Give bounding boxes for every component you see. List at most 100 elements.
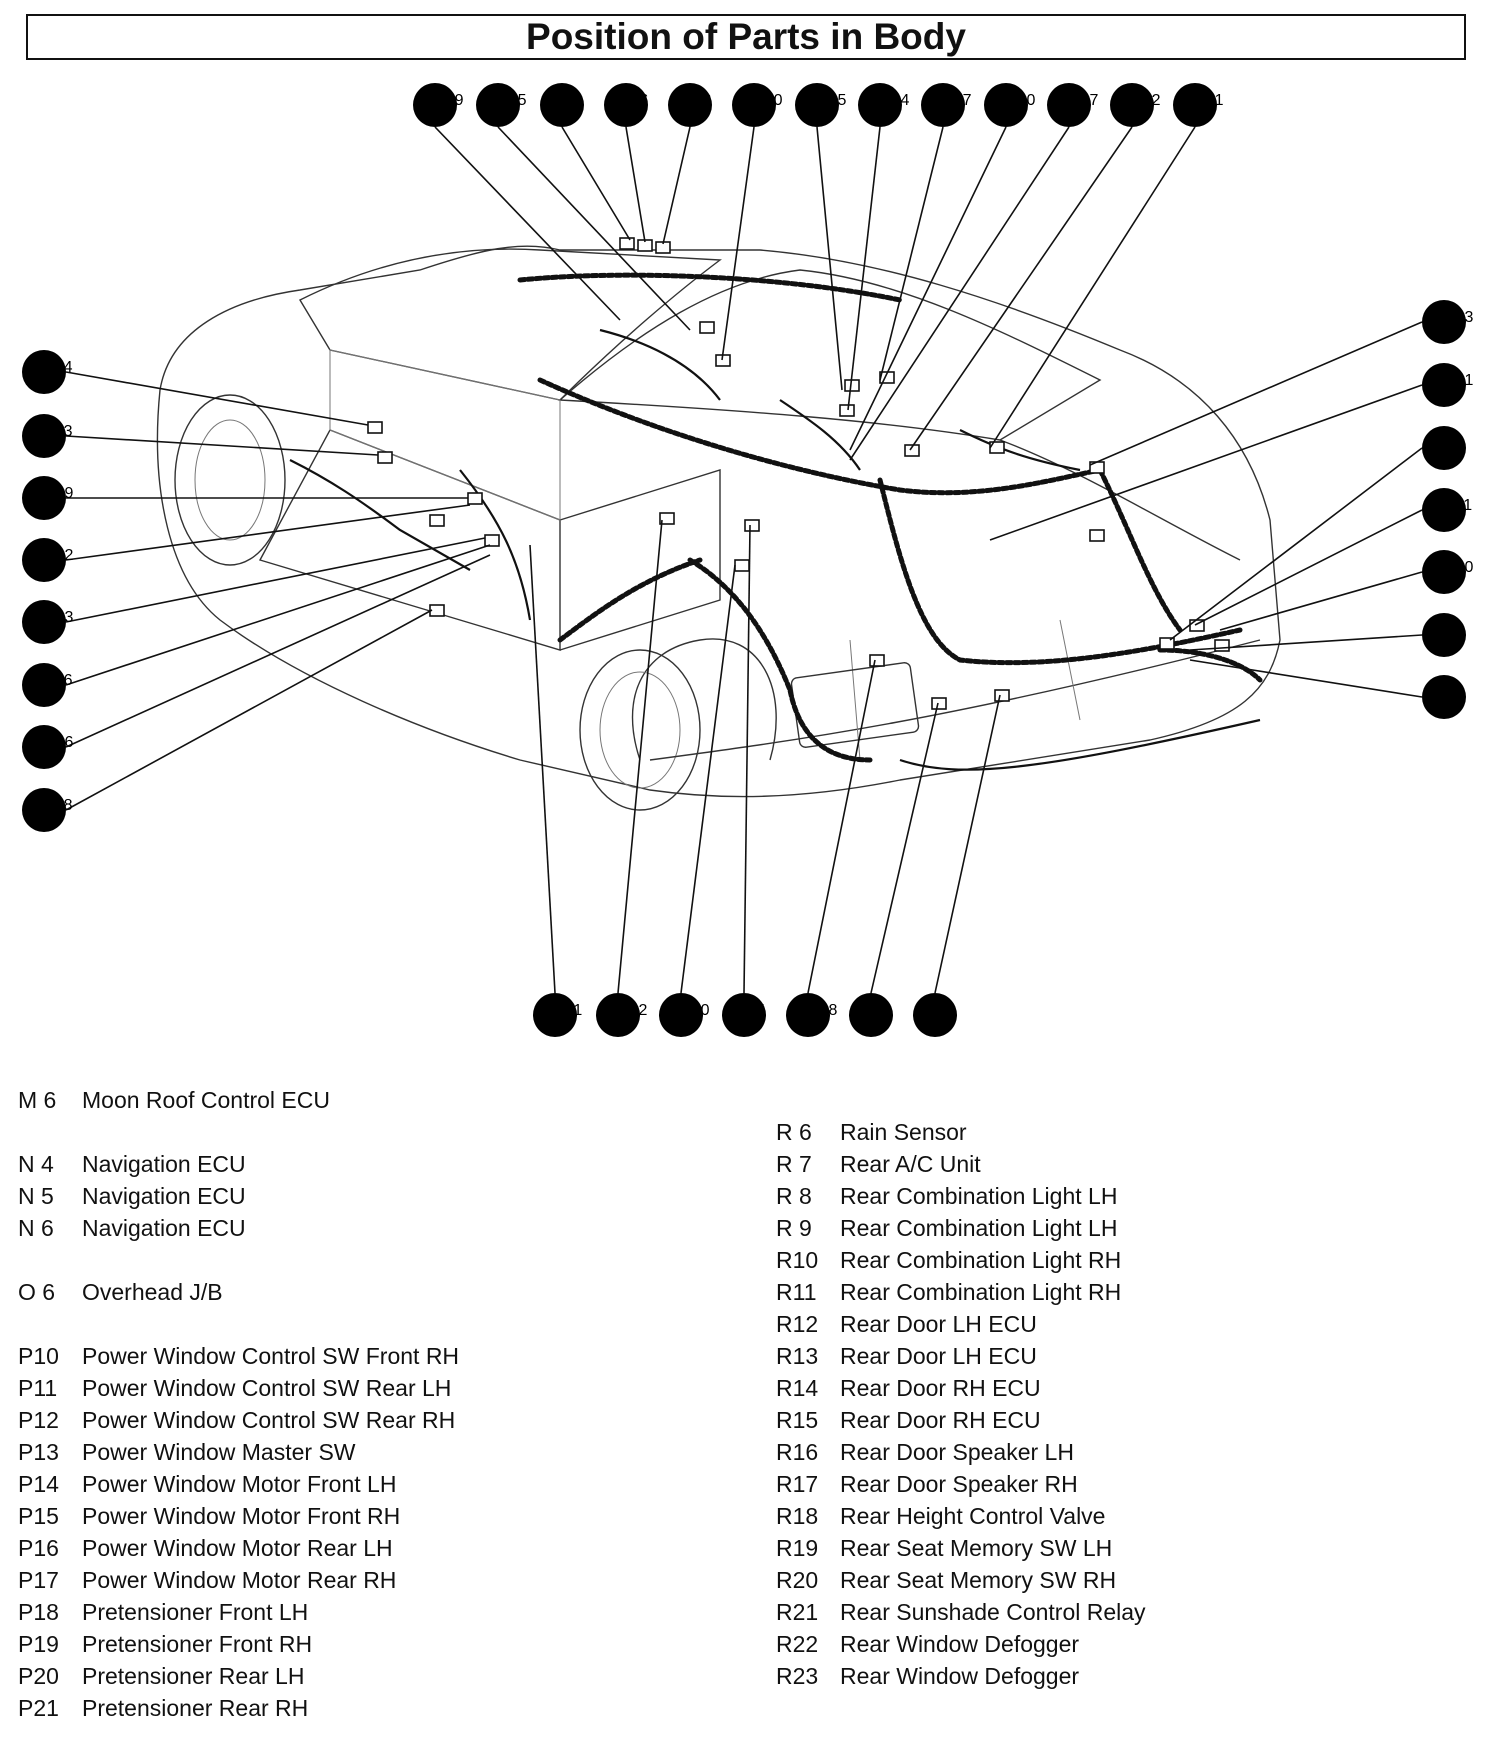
callout-label: R21 — [1444, 372, 1473, 389]
callout-label: R12 — [44, 547, 73, 564]
callout-n4: N4 — [1169, 426, 1466, 641]
car-outline — [156, 245, 1281, 811]
legend-desc: Rear Door LH ECU — [840, 1343, 1037, 1369]
callout-label: R11 — [1444, 497, 1472, 514]
callout-label: R9 — [935, 1002, 956, 1019]
callout-p17: P17 — [879, 83, 972, 381]
callout-label: P13 — [44, 423, 73, 440]
legend-desc: Overhead J/B — [82, 1279, 223, 1305]
legend-code: P18 — [18, 1599, 59, 1625]
callout-label: P19 — [435, 92, 464, 109]
legend-desc: Rear A/C Unit — [840, 1151, 981, 1177]
legend-desc: Power Window Control SW Front RH — [82, 1343, 460, 1369]
callout-p16: P16 — [22, 544, 491, 707]
legend-desc: Pretensioner Rear RH — [82, 1695, 309, 1721]
callout-label: P17 — [943, 92, 972, 109]
callout-r16: R16 — [22, 554, 491, 769]
callout-r21: R21 — [989, 363, 1473, 541]
legend-desc: Rear Door Speaker RH — [840, 1471, 1078, 1497]
callout-label: R6 — [562, 92, 583, 109]
callout-r13: R13 — [22, 537, 486, 644]
callout-label: P21 — [1195, 92, 1224, 109]
legend-desc: Rain Sensor — [840, 1119, 967, 1145]
callout-r14: R14 — [847, 83, 909, 411]
legend-code: R21 — [776, 1599, 819, 1625]
callout-p10: P10 — [721, 83, 783, 361]
callout-label: R13 — [44, 609, 73, 626]
legend-code: R 9 — [776, 1215, 812, 1241]
legend-desc: Rear Window Defogger — [840, 1663, 1080, 1689]
legend-desc: Pretensioner Front LH — [82, 1599, 309, 1625]
legend-desc: Rear Door LH ECU — [840, 1311, 1037, 1337]
callout-label: R14 — [880, 92, 909, 109]
legend-code: P12 — [18, 1407, 59, 1433]
callout-r17: R17 — [849, 83, 1098, 461]
legend-code: R18 — [776, 1503, 819, 1529]
legend-code: R 8 — [776, 1183, 812, 1209]
legend-desc: Rear Sunshade Control Relay — [840, 1599, 1146, 1625]
legend-code: P20 — [18, 1663, 59, 1689]
callout-label: P12 — [1132, 92, 1161, 109]
callout-r7: R7 — [722, 524, 766, 1037]
legend-code: P11 — [18, 1375, 58, 1401]
callout-label: R16 — [44, 734, 73, 751]
connectors — [367, 237, 1230, 710]
legend-code: P13 — [18, 1439, 59, 1465]
legend-code: P14 — [18, 1471, 59, 1497]
callout-r8: R8 — [849, 702, 939, 1037]
legend-desc: Power Window Control SW Rear RH — [82, 1407, 456, 1433]
legend-code: R16 — [776, 1439, 819, 1465]
callout-label: P15 — [498, 92, 527, 109]
legend-code: R23 — [776, 1663, 819, 1689]
callout-label: P18 — [44, 797, 73, 814]
callout-label: R20 — [1006, 92, 1035, 109]
callout-p12: P12 — [909, 83, 1161, 451]
callout-r23: R23 — [1089, 300, 1473, 466]
callout-r6: R6 — [540, 83, 631, 241]
callout-p20: P20 — [659, 564, 736, 1037]
wire-harness — [289, 272, 1263, 771]
legend-code: R22 — [776, 1631, 819, 1657]
callout-p11: P11 — [529, 544, 582, 1037]
legend-code: P16 — [18, 1535, 59, 1561]
callout-label: P16 — [44, 672, 73, 689]
legend-code: R 7 — [776, 1151, 812, 1177]
callout-r19: R19 — [22, 476, 468, 520]
callout-label: R8 — [871, 1002, 892, 1019]
legend-desc: Navigation ECU — [82, 1151, 246, 1177]
legend-desc: Rear Door RH ECU — [840, 1375, 1041, 1401]
legend-code: N 6 — [18, 1215, 54, 1241]
callout-label: P10 — [754, 92, 783, 109]
legend-desc: Rear Seat Memory SW LH — [840, 1535, 1113, 1561]
callout-label: N5 — [1444, 622, 1465, 639]
legend-desc: Navigation ECU — [82, 1215, 246, 1241]
legend-code: R11 — [776, 1279, 817, 1305]
legend-desc: Rear Height Control Valve — [840, 1503, 1106, 1529]
legend-desc: Rear Seat Memory SW RH — [840, 1567, 1117, 1593]
callout-label: R10 — [1444, 559, 1473, 576]
legend-desc: Rear Door Speaker LH — [840, 1439, 1074, 1465]
callout-label: R22 — [618, 1002, 647, 1019]
callout-label: N6 — [1444, 684, 1465, 701]
legend-desc: Rear Combination Light RH — [840, 1247, 1122, 1273]
legend-code: R17 — [776, 1471, 819, 1497]
callout-p19: P19 — [413, 83, 621, 321]
legend-code: R15 — [776, 1407, 819, 1433]
callout-label: R19 — [44, 485, 73, 502]
callout-p18: P18 — [22, 609, 433, 832]
body-parts-diagram: P19 P15 R6 M6 O6 P10 R15 R14 P17 R20 R17… — [22, 83, 1473, 1037]
callout-label: N4 — [1444, 435, 1465, 452]
legend-code: O 6 — [18, 1279, 56, 1305]
legend-desc: Power Window Motor Front LH — [82, 1471, 397, 1497]
legend-code: P17 — [18, 1567, 59, 1593]
callout-m6: M6 — [604, 83, 648, 243]
callout-label: R15 — [817, 92, 846, 109]
callout-n5: N5 — [1189, 613, 1466, 657]
legend-desc: Power Window Motor Rear RH — [82, 1567, 397, 1593]
callout-r20: R20 — [849, 83, 1035, 451]
callout-label: M6 — [626, 92, 648, 109]
callout-label: P11 — [555, 1002, 582, 1019]
legend-code: P21 — [18, 1695, 59, 1721]
legend-desc: Rear Window Defogger — [840, 1631, 1080, 1657]
